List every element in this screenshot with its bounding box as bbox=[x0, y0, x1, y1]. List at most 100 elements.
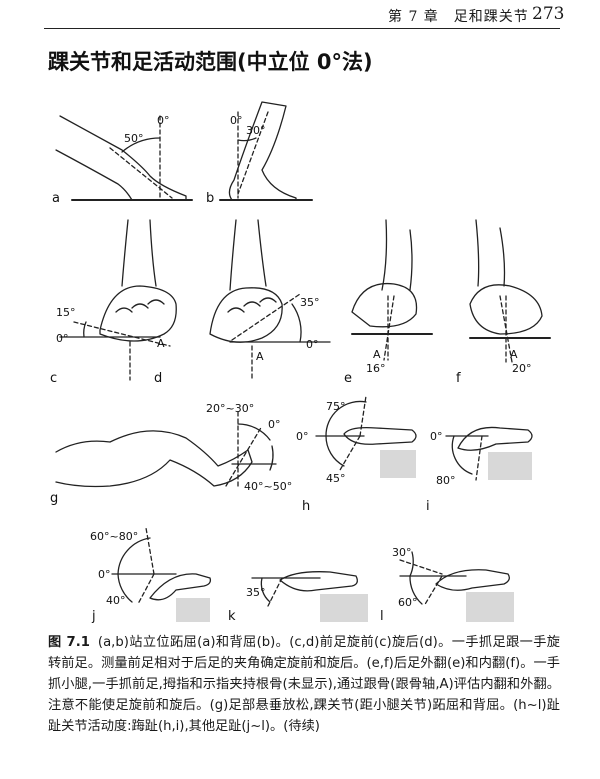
toe-outline bbox=[343, 426, 417, 445]
panel-j: j 60°~80° 0° 40° bbox=[90, 527, 212, 624]
leg-outline bbox=[55, 430, 253, 488]
zero-label: 0° bbox=[98, 568, 111, 581]
panel-d: d 35° 0° A bbox=[154, 219, 331, 386]
panel-letter: i bbox=[426, 499, 430, 514]
support-block bbox=[176, 598, 210, 622]
toe-outline bbox=[149, 573, 212, 601]
plantar-label: 80° bbox=[436, 474, 456, 487]
range-label-plantar: 40°~50° bbox=[244, 480, 292, 493]
hand-outline bbox=[381, 219, 413, 291]
angle-arc bbox=[451, 435, 473, 475]
panel-letter: f bbox=[456, 371, 461, 386]
caption-label: 图 7.1 bbox=[48, 635, 90, 650]
angle-arc bbox=[237, 137, 257, 142]
panel-letter: j bbox=[91, 609, 96, 624]
axis-line bbox=[73, 321, 171, 347]
toes bbox=[115, 299, 165, 313]
angle-arc bbox=[121, 137, 161, 153]
foot-outline bbox=[351, 282, 418, 328]
panel-letter: b bbox=[206, 191, 214, 206]
plantar-label: 45° bbox=[326, 472, 346, 485]
figure-illustration: a 0° 50° b 0° 30° c 15° 0° A d bbox=[50, 101, 551, 624]
calcaneal-axis bbox=[499, 295, 513, 363]
plantar-label: 35° bbox=[246, 586, 266, 599]
panel-letter: l bbox=[380, 609, 384, 624]
panel-g: g 20°~30° 0° 40°~50° bbox=[50, 402, 292, 506]
panel-l: l 30° 60° bbox=[380, 546, 514, 624]
section-title: 踝关节和足活动范围(中立位 0°法) bbox=[48, 50, 373, 74]
leg-outline bbox=[55, 115, 187, 201]
panel-letter: c bbox=[50, 371, 57, 386]
leg-outline bbox=[229, 219, 267, 291]
angle-label: 50° bbox=[124, 132, 144, 145]
angle-label: 20° bbox=[512, 362, 532, 375]
plantar-label: 60° bbox=[398, 596, 418, 609]
angle-arc bbox=[409, 551, 423, 605]
angle-arc bbox=[325, 400, 367, 467]
leg-outline bbox=[121, 219, 157, 287]
panel-letter: d bbox=[154, 371, 162, 386]
calcaneal-axis bbox=[383, 295, 395, 361]
range-label-dorsal: 20°~30° bbox=[206, 402, 254, 415]
plantar-line bbox=[267, 577, 283, 607]
foot-outline bbox=[99, 285, 177, 342]
dorsal-label: 60°~80° bbox=[90, 530, 138, 543]
axis-label: A bbox=[256, 350, 264, 363]
angle-arc bbox=[117, 537, 151, 603]
panel-i: i 0° 80° bbox=[426, 426, 533, 514]
plantar-line bbox=[475, 435, 483, 481]
zero-label: 0° bbox=[430, 430, 443, 443]
axis-label: A bbox=[157, 337, 165, 350]
axis-line bbox=[237, 111, 269, 195]
angle-arc bbox=[291, 303, 302, 343]
zero-label: 0° bbox=[268, 418, 281, 431]
dorsal-line bbox=[359, 395, 367, 437]
panel-letter: a bbox=[52, 191, 60, 206]
angle-arc bbox=[83, 321, 87, 338]
support-block bbox=[380, 450, 416, 478]
angle-label: 15° bbox=[56, 306, 76, 319]
zero-label: 0° bbox=[230, 114, 243, 127]
angle-arc bbox=[260, 577, 271, 603]
panel-h: h 75° 0° 45° bbox=[296, 395, 417, 514]
angle-arc-lower bbox=[269, 445, 274, 471]
panel-b: b 0° 30° bbox=[206, 101, 313, 206]
plantar-line bbox=[423, 575, 443, 607]
header-rule bbox=[44, 28, 560, 29]
angle-label: 30° bbox=[246, 124, 266, 137]
angle-label: 35° bbox=[300, 296, 320, 309]
support-block bbox=[466, 592, 514, 622]
dorsal-label: 75° bbox=[326, 400, 346, 413]
dorsal-line bbox=[145, 527, 155, 575]
axis-line bbox=[109, 147, 173, 199]
axis-label: A bbox=[510, 348, 518, 361]
zero-label: 0° bbox=[56, 332, 69, 345]
figure-caption: 图 7.1(a,b)站立位跖屈(a)和背屈(b)。(c,d)前足旋前(c)旋后(… bbox=[48, 632, 560, 737]
plantar-line bbox=[339, 435, 361, 471]
panel-letter: h bbox=[302, 499, 310, 514]
panel-e: e A 16° bbox=[344, 219, 433, 386]
dorsal-label: 30° bbox=[392, 546, 412, 559]
panel-letter: k bbox=[228, 609, 236, 624]
panel-letter: e bbox=[344, 371, 352, 386]
support-block bbox=[320, 594, 368, 622]
hand-outline bbox=[475, 219, 506, 287]
toes bbox=[227, 297, 277, 313]
page-number: 273 bbox=[532, 4, 565, 24]
plantar-label: 40° bbox=[106, 594, 126, 607]
toe-outline bbox=[279, 571, 358, 592]
axis-line bbox=[225, 425, 263, 487]
toe-outline bbox=[457, 426, 533, 451]
toe-outline bbox=[435, 569, 510, 591]
caption-text: (a,b)站立位跖屈(a)和背屈(b)。(c,d)前足旋前(c)旋后(d)。一手… bbox=[48, 635, 560, 734]
zero-label: 0° bbox=[157, 114, 170, 127]
zero-label: 0° bbox=[296, 430, 309, 443]
leg-outline bbox=[228, 101, 297, 201]
panel-k: k 35° bbox=[228, 571, 368, 624]
foot-outline bbox=[209, 287, 283, 343]
axis-label: A bbox=[373, 348, 381, 361]
dorsal-line bbox=[399, 559, 443, 575]
plantar-line bbox=[137, 573, 155, 605]
axis-line bbox=[231, 293, 301, 341]
figure-7-1: a 0° 50° b 0° 30° c 15° 0° A d bbox=[0, 90, 600, 630]
